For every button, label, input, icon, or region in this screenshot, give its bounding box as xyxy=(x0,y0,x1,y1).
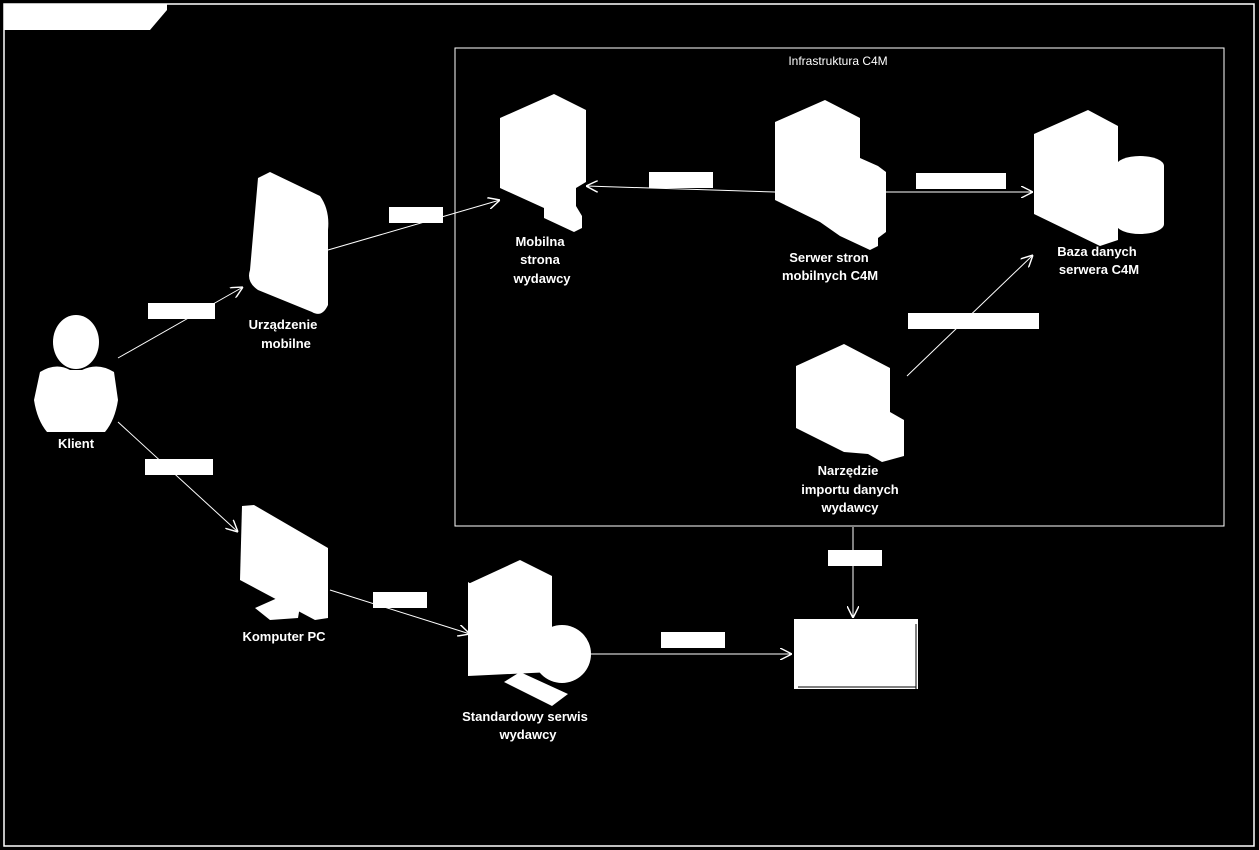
frame-tab xyxy=(4,4,167,30)
database-label-line1: Baza danych xyxy=(1057,244,1137,259)
edge-client-pc xyxy=(117,421,238,532)
edge-labels xyxy=(145,172,1039,648)
server-cluster-icon xyxy=(775,100,886,250)
mobile-site-label-line1: Mobilna xyxy=(515,234,565,249)
person-icon xyxy=(34,315,118,432)
database-node[interactable]: Baza danych serwera C4M xyxy=(1034,110,1164,277)
mobile-site-node[interactable]: Mobilna strona wydawcy xyxy=(500,94,586,286)
edge-label-pc-service xyxy=(373,592,427,608)
diagram-frame xyxy=(3,3,1255,847)
edge-label-mobile-site xyxy=(389,207,443,223)
publisher-box-node[interactable] xyxy=(794,619,918,689)
server-with-drive-icon xyxy=(796,344,904,462)
import-tool-label-line1: Narzędzie xyxy=(818,463,879,478)
web-server-globe-icon xyxy=(468,560,591,706)
mobile-device-label-line2: mobilne xyxy=(261,336,311,351)
edge-label-server-site xyxy=(649,172,713,188)
infrastructure-title: Infrastruktura C4M xyxy=(788,54,887,68)
client-node[interactable]: Klient xyxy=(34,315,118,451)
infrastructure-boundary xyxy=(454,47,1225,527)
connections xyxy=(117,186,1033,654)
edge-label-tool-db xyxy=(908,313,1039,329)
edge-label-client-pc xyxy=(145,459,213,475)
import-tool-node[interactable]: Narzędzie importu danych wydawcy xyxy=(796,344,904,515)
pc-node[interactable]: Komputer PC xyxy=(240,505,328,644)
edge-label-client-mobile xyxy=(148,303,215,319)
mobile-server-node[interactable]: Serwer stron mobilnych C4M xyxy=(775,100,886,283)
edge-pc-service xyxy=(329,589,470,634)
database-label-line2: serwera C4M xyxy=(1059,262,1139,277)
edge-mobile-site xyxy=(327,200,500,251)
mobile-device-label-line1: Urządzenie xyxy=(249,317,318,332)
edge-label-service-box xyxy=(661,632,725,648)
edge-server-site xyxy=(586,186,776,193)
mobile-server-label-line1: Serwer stron xyxy=(789,250,869,265)
edge-label-server-db xyxy=(916,173,1006,189)
standard-service-label-line2: wydawcy xyxy=(498,727,557,742)
edge-label-tool-box xyxy=(828,550,882,566)
mobile-site-label-line2: strona xyxy=(520,252,561,267)
database-icon xyxy=(1034,110,1164,246)
import-tool-label-line3: wydawcy xyxy=(820,500,879,515)
mobile-server-label-line2: mobilnych C4M xyxy=(782,268,878,283)
publisher-box xyxy=(794,619,918,689)
server-page-icon xyxy=(500,94,586,232)
pc-label: Komputer PC xyxy=(242,629,326,644)
standard-service-label-line1: Standardowy serwis xyxy=(462,709,588,724)
mobile-device-node[interactable]: Urządzenie mobilne xyxy=(249,172,329,351)
mobile-site-label-line3: wydawcy xyxy=(512,271,571,286)
mobile-phone-icon xyxy=(249,172,329,314)
import-tool-label-line2: importu danych xyxy=(801,482,899,497)
standard-service-node[interactable]: Standardowy serwis wydawcy xyxy=(462,560,591,742)
monitor-icon xyxy=(240,505,328,620)
edge-client-mobile xyxy=(117,287,243,359)
client-label: Klient xyxy=(58,436,95,451)
